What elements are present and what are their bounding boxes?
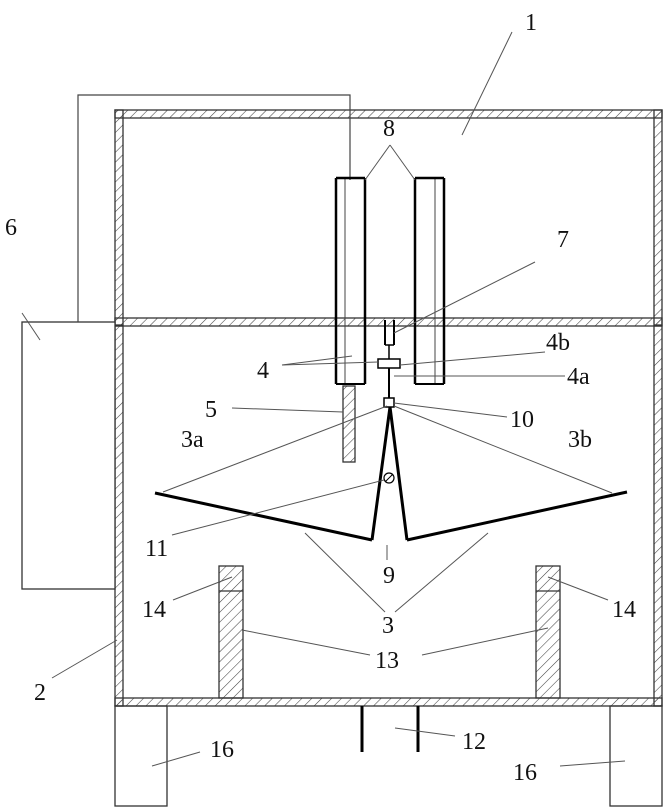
label-3: 3 bbox=[382, 613, 394, 639]
label-16-right: 16 bbox=[513, 760, 537, 786]
label-5: 5 bbox=[205, 397, 217, 423]
label-12: 12 bbox=[462, 729, 486, 755]
label-9: 9 bbox=[383, 563, 395, 589]
connector-assembly bbox=[378, 320, 400, 407]
control-unit bbox=[22, 95, 350, 589]
right-plate bbox=[407, 492, 627, 540]
left-plate bbox=[155, 493, 372, 540]
tube-left bbox=[336, 178, 365, 384]
right-foot bbox=[610, 706, 662, 806]
label-14-right: 14 bbox=[612, 597, 636, 623]
label-2: 2 bbox=[34, 680, 46, 706]
label-7: 7 bbox=[557, 227, 569, 253]
label-6: 6 bbox=[5, 215, 17, 241]
label-16-left: 16 bbox=[210, 737, 234, 763]
label-4a: 4a bbox=[567, 364, 590, 390]
label-4b: 4b bbox=[546, 330, 570, 356]
outlet-pipe bbox=[362, 706, 418, 752]
label-10: 10 bbox=[510, 407, 534, 433]
label-4: 4 bbox=[257, 358, 269, 384]
middle-partition bbox=[115, 318, 662, 326]
label-1: 1 bbox=[525, 10, 537, 36]
label-3a: 3a bbox=[181, 427, 204, 453]
left-post bbox=[219, 566, 243, 698]
tube-right bbox=[415, 178, 444, 384]
label-11: 11 bbox=[145, 536, 168, 562]
left-foot bbox=[115, 706, 167, 806]
label-8: 8 bbox=[383, 116, 395, 142]
label-14-left: 14 bbox=[142, 597, 166, 623]
right-post bbox=[536, 566, 560, 698]
probe-rod bbox=[343, 386, 355, 462]
label-3b: 3b bbox=[568, 427, 592, 453]
label-13: 13 bbox=[375, 648, 399, 674]
upper-chamber bbox=[115, 110, 662, 325]
